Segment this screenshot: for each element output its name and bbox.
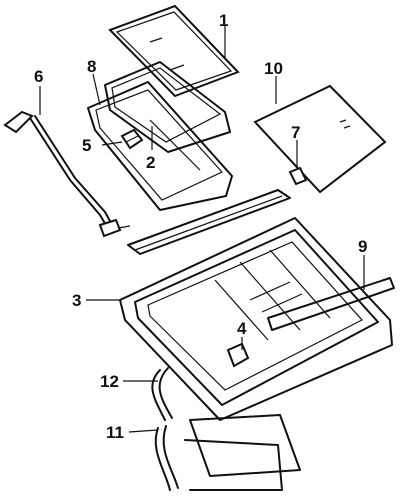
leader-lines — [39, 26, 365, 433]
callout-11: 11 — [106, 423, 124, 442]
seal-frame — [104, 61, 231, 153]
callout-8: 8 — [87, 57, 96, 76]
drain-hose-upper — [151, 367, 173, 421]
housing-bracket — [226, 342, 250, 368]
callout-10: 10 — [264, 59, 283, 78]
callout-7: 7 — [291, 123, 300, 142]
callout-3: 3 — [72, 291, 81, 310]
callout-9: 9 — [358, 237, 367, 256]
callout-6: 6 — [34, 67, 43, 86]
callout-5: 5 — [82, 136, 91, 155]
main-housing-frame — [119, 217, 393, 421]
weather-seal — [184, 414, 301, 491]
callout-numbers: 1 2 3 4 5 6 7 8 9 10 11 12 — [34, 11, 367, 442]
callout-12: 12 — [100, 372, 119, 391]
drain-hose-lower — [154, 425, 179, 491]
guide-rail — [127, 189, 291, 255]
callout-2: 2 — [146, 153, 155, 172]
side-rail — [267, 277, 395, 331]
callout-4: 4 — [237, 319, 247, 338]
glass-panel — [108, 4, 240, 98]
inner-frame — [87, 81, 233, 211]
drive-cable — [3, 110, 131, 238]
callout-1: 1 — [219, 11, 228, 30]
sunshade-panel — [253, 84, 387, 194]
frame-clip — [120, 128, 144, 150]
sunshade-clip — [288, 166, 308, 186]
